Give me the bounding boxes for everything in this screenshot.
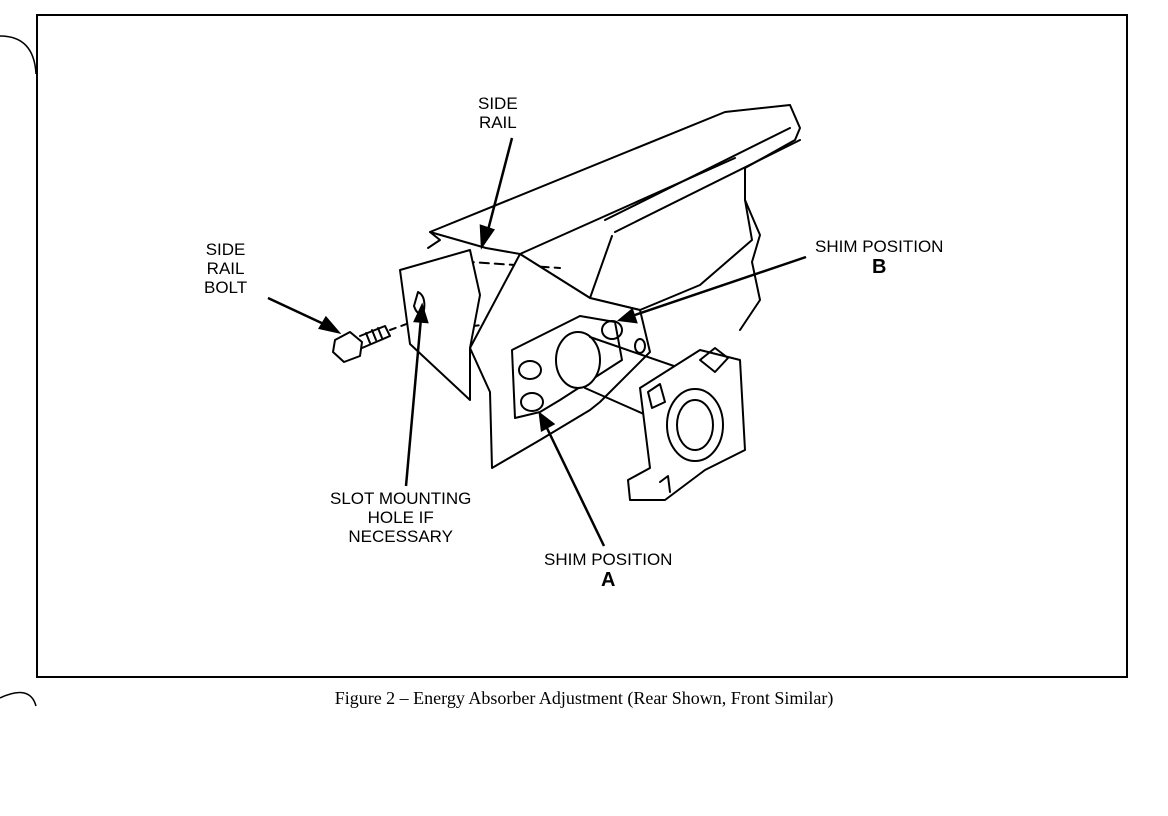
- label-slot-mounting-hole: SLOT MOUNTING HOLE IF NECESSARY: [330, 489, 471, 546]
- label-side-rail-line2: RAIL: [478, 113, 517, 132]
- bumper-plate: [627, 347, 746, 501]
- label-side-rail-line1: SIDE: [478, 94, 518, 113]
- label-bolt-line2: RAIL: [206, 259, 245, 278]
- figure-frame: [36, 14, 1128, 678]
- label-shim-a-line1: SHIM POSITION: [544, 550, 673, 569]
- label-shim-position-b: SHIM POSITION B: [815, 237, 943, 278]
- label-side-rail-bolt: SIDE RAIL BOLT: [204, 240, 247, 297]
- label-bolt-line3: BOLT: [204, 278, 248, 297]
- bolt-centerline: [389, 321, 413, 331]
- side-rail-bolt: [332, 325, 391, 363]
- binder-hole-bottom: [0, 691, 37, 707]
- label-slot-line1: SLOT MOUNTING: [330, 489, 472, 508]
- label-shim-b-line1: SHIM POSITION: [815, 237, 944, 256]
- label-shim-b-letter: B: [872, 256, 887, 278]
- label-shim-position-a: SHIM POSITION A: [544, 550, 672, 591]
- label-slot-line3: NECESSARY: [348, 527, 453, 546]
- label-side-rail: SIDE RAIL: [478, 94, 518, 132]
- figure-caption: Figure 2 – Energy Absorber Adjustment (R…: [334, 688, 834, 708]
- side-rail: [427, 104, 801, 331]
- label-bolt-line1: SIDE: [205, 240, 246, 259]
- label-shim-a-letter: A: [601, 569, 616, 591]
- binder-hole-top: [0, 35, 37, 75]
- leader-arrows: [267, 137, 807, 547]
- label-slot-line2: HOLE IF: [367, 508, 434, 527]
